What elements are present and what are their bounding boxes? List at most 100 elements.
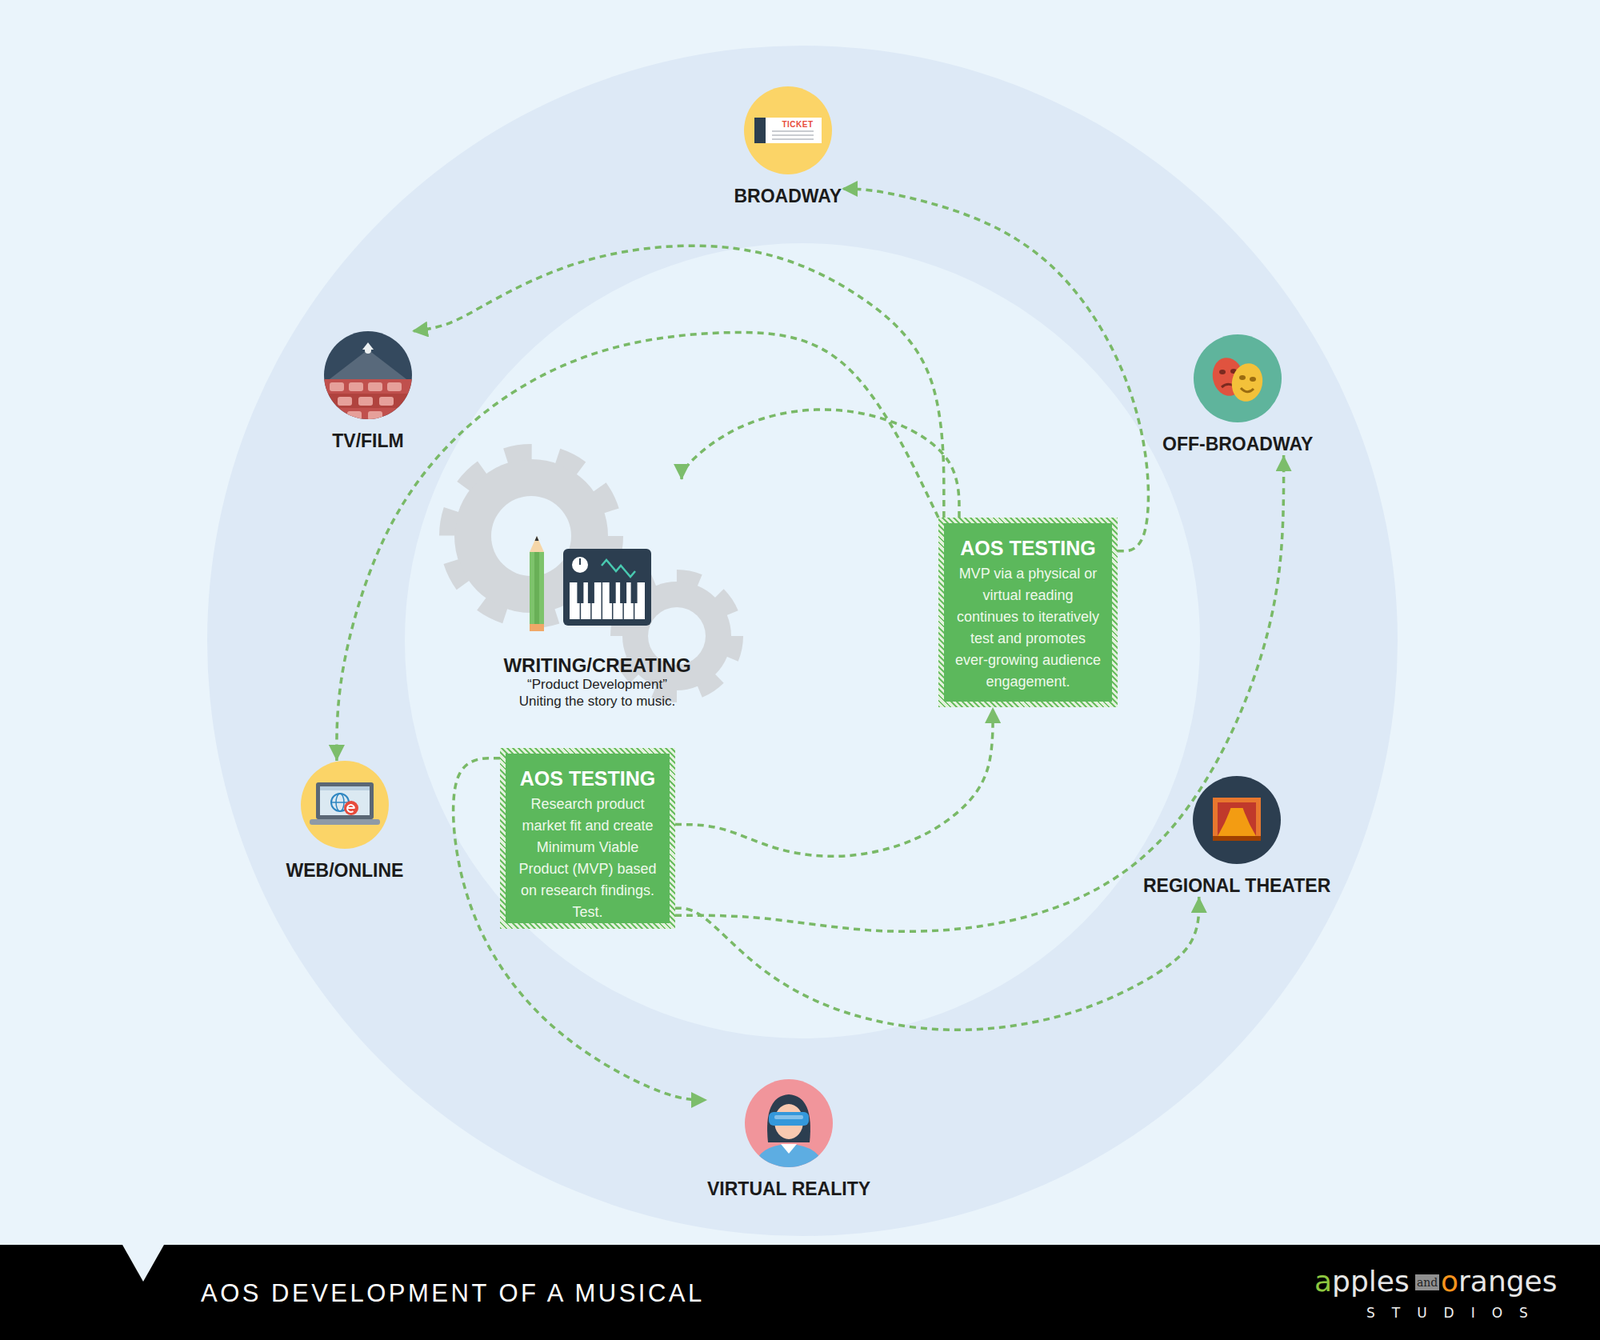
flow-arrow (675, 896, 1200, 1030)
browser-bar (320, 786, 370, 791)
stage-icon (1212, 797, 1261, 841)
venue-label: WEB/ONLINE (286, 859, 404, 882)
seat (329, 382, 344, 392)
hair (767, 1094, 811, 1143)
face (774, 1104, 804, 1140)
process-box: AOS TESTINGResearch product market fit a… (500, 748, 676, 929)
ticket-icon (754, 117, 822, 144)
black-key (588, 582, 595, 604)
laptop-screen (320, 786, 370, 816)
knob-mark (579, 558, 581, 565)
footer-notch (122, 1244, 164, 1282)
logo-word: apples (1314, 1264, 1410, 1300)
venue-label: BROADWAY (734, 184, 843, 208)
seat (348, 382, 364, 392)
seat (387, 382, 402, 392)
pencil-tip (529, 536, 544, 552)
icon-circle (1192, 776, 1281, 864)
venue-label: TV/FILM (332, 429, 404, 452)
seat-row (320, 393, 416, 408)
venue-node: BROADWAY (734, 86, 843, 208)
seat-backs (329, 382, 402, 420)
happy-mask (1228, 360, 1266, 405)
stage-title: WRITING/CREATING (503, 655, 691, 676)
goggle-shine (774, 1115, 804, 1120)
outer-ring (207, 45, 1398, 1236)
stage-floor (1212, 836, 1261, 841)
process-box: AOS TESTINGMVP via a physical or virtual… (938, 517, 1118, 708)
curtain (1217, 804, 1232, 836)
venue-node: WEB/ONLINE (286, 760, 404, 882)
venue-label: REGIONAL THEATER (1143, 874, 1331, 897)
mask-eye (1249, 376, 1256, 382)
flow-arrow (681, 409, 960, 518)
laptop-base (309, 819, 380, 825)
icon-circle (744, 86, 832, 175)
laptop-icon (309, 782, 380, 825)
shoulders (753, 1144, 824, 1172)
black-key (631, 582, 638, 604)
stage-body: “Product Development” Uniting the story … (511, 676, 684, 710)
mask-eye (1219, 369, 1226, 375)
mask-eye (1239, 375, 1246, 380)
logo-word: STUDIOS (1366, 1304, 1545, 1322)
flow-arrow (841, 188, 1148, 552)
badge-glyph (347, 804, 355, 812)
flow-arrow (675, 707, 993, 856)
mask-mouth (1240, 388, 1254, 392)
seat (368, 411, 383, 420)
icon-circle (324, 331, 412, 420)
flow-arrow (675, 455, 1284, 932)
mask-mouth (1221, 384, 1235, 388)
seat-row (320, 379, 416, 394)
laptop-lid (316, 782, 374, 820)
venue-label: OFF-BROADWAY (1162, 432, 1313, 456)
box-title: AOS TESTING (960, 536, 1096, 560)
mask-eye (1230, 368, 1237, 374)
browser-badge (344, 800, 359, 816)
projector (362, 342, 374, 350)
seat (368, 382, 383, 392)
ticket-paper (754, 117, 822, 144)
box-title: AOS TESTING (520, 766, 656, 791)
key-lines (580, 582, 634, 620)
icon-disc (1193, 334, 1282, 423)
black-key (620, 582, 627, 604)
projector-lamp (364, 347, 372, 354)
venue-node: OFF-BROADWAY (1162, 334, 1313, 456)
pencil-eraser (529, 624, 544, 632)
venue-node: REGIONAL THEATER (1143, 776, 1331, 897)
synth-keys (569, 582, 645, 620)
icon-circle (1193, 334, 1282, 423)
stage-back (1217, 804, 1256, 836)
ticket-line (772, 138, 814, 140)
globe (331, 793, 349, 812)
logo-word: and (1415, 1274, 1440, 1291)
pencil-body (529, 552, 544, 624)
pencil-lead (535, 536, 540, 541)
inner-circle (404, 243, 1200, 1039)
synth-wave (601, 560, 636, 577)
black-key (609, 582, 616, 604)
pencil-stripe (534, 552, 540, 624)
stage-node: WRITING/CREATING“Product Development” Un… (480, 480, 715, 710)
box-fill: AOS TESTINGMVP via a physical or virtual… (944, 523, 1112, 702)
curtain (1241, 804, 1256, 836)
logo-word: oranges (1440, 1264, 1557, 1300)
cinema-clip (320, 349, 416, 424)
seat-row (320, 408, 416, 424)
vr-goggles (768, 1112, 809, 1126)
black-keys (576, 582, 637, 604)
stage-frame (1212, 797, 1261, 841)
box-body: Research product market fit and create M… (513, 793, 662, 924)
cinema-icon (320, 342, 416, 424)
collar (780, 1144, 797, 1154)
projector-beam (326, 349, 410, 382)
synth-body (563, 548, 652, 626)
ticket-line (772, 134, 814, 136)
flow-arrow (453, 758, 708, 1100)
seat (379, 396, 394, 406)
synth-knob (572, 556, 588, 573)
globe-equator (331, 801, 349, 804)
